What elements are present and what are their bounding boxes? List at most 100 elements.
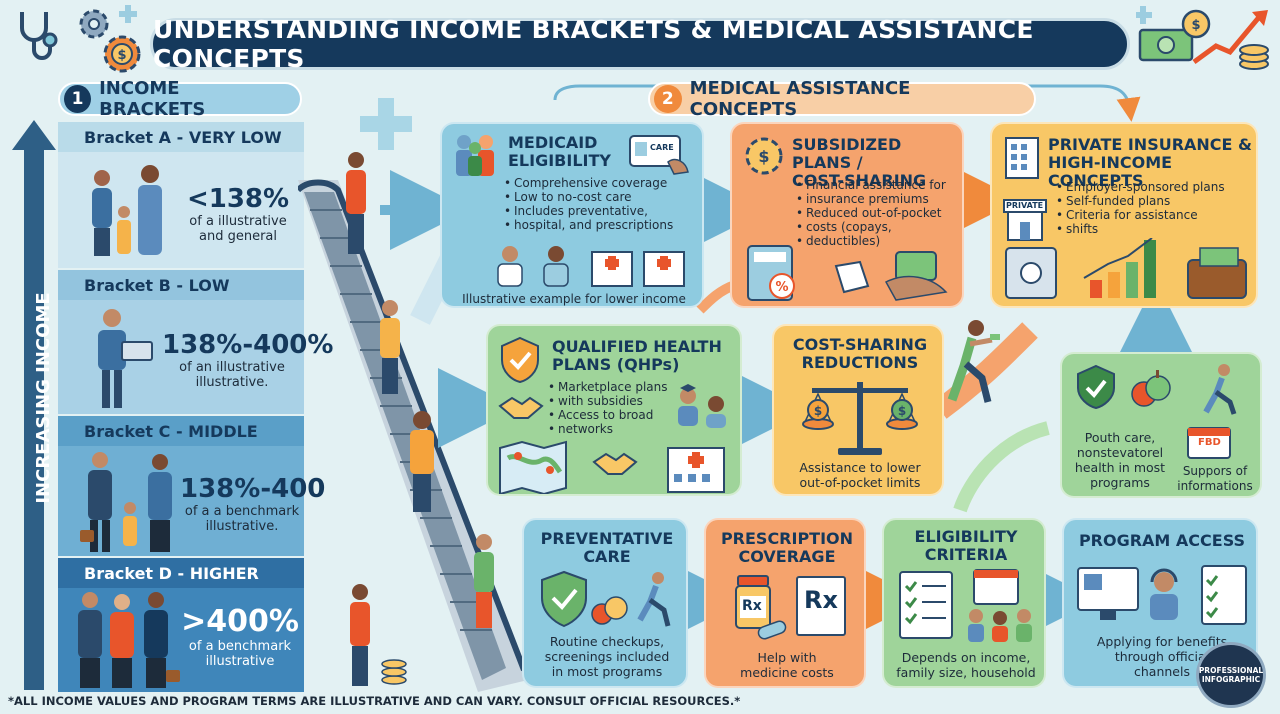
bracket-d-sub1: of a benchmark [188,639,292,654]
professional-badge: PROFESSIONAL INFOGRAPHIC [1196,642,1266,708]
wellness-right-2: informations [1177,479,1253,493]
bracket-a-sub1: of a illustrative [189,214,287,229]
bullet: Low to no-cost care [504,190,673,204]
svg-text:%: % [775,280,788,295]
subsidized-card: $ SUBSIDIZED PLANS / COST-SHARING Financ… [730,122,964,308]
title-banner: UNDERSTANDING INCOME BRACKETS & MEDICAL … [150,15,1130,73]
private-title-1: PRIVATE INSURANCE & [1048,135,1252,154]
bracket-c-sub1: of a a benchmark [184,504,300,519]
bullet: Self-funded plans [1056,194,1225,208]
prescription-caption-2: medicine costs [740,665,834,680]
prescription-caption-1: Help with [757,650,817,665]
runner-icon [1196,362,1244,420]
scale-icon: $ $ [802,376,918,462]
preventative-title-2: CARE [583,547,631,566]
bullet-continuation: costs (copays, [796,220,946,234]
bullet: Reduced out-of-pocket [796,206,946,220]
wellness-left-3: health in most [1074,460,1166,475]
qhp-bullets: Marketplace plans with subsidies Access … [548,380,668,436]
qhp-card: QUALIFIED HEALTH PLANS (QHPs) Marketplac… [486,324,742,496]
svg-text:$: $ [814,404,822,418]
eligibility-caption-1: Depends on income, [901,650,1031,665]
checklist-family-icon [896,568,1040,648]
calculator-wallet-icon: % [746,242,956,308]
bullet: Criteria for assistance [1056,208,1225,222]
bracket-d-title: Bracket D - HIGHER [58,558,304,588]
access-caption-2: through official [1114,649,1210,664]
preventative-caption-3: in most programs [551,664,663,679]
calendar-label: FBD [1198,437,1221,448]
qhp-title-2: PLANS (QHPs) [552,355,680,374]
csr-card: COST-SHARING REDUCTIONS $ $ Assistance t… [772,324,944,496]
wellness-left-4: programs [1090,475,1150,490]
bracket-a-band: Bracket A - VERY LOW <138% of a illustra… [58,122,304,268]
bracket-b-sub2: illustrative. [195,375,269,390]
runner-icon [942,318,1002,410]
medical-section-header: 2 MEDICAL ASSISTANCE CONCEPTS [648,78,1036,120]
calendar-icon: FBD [1186,424,1232,460]
prescription-card: PRESCRIPTION COVERAGE Rx Rx Help with me… [704,518,866,688]
program-access-title: PROGRAM ACCESS [1078,531,1246,550]
bracket-a-title: Bracket A - VERY LOW [58,122,304,152]
escalator-illustration [295,120,528,692]
bracket-d-sub2: illustrative [205,654,275,669]
bracket-b-band: Bracket B - LOW 138%-400% of an illustra… [58,270,333,414]
badge-line-1: PROFESSIONAL [1198,666,1264,675]
bracket-a-sub2: and general [199,229,277,244]
section-label: MEDICAL ASSISTANCE CONCEPTS [689,78,911,120]
medicaid-title-2: ELIGIBILITY [508,151,611,170]
private-sign: PRIVATE [1006,201,1044,210]
income-section-header: 1 INCOME BRACKETS [58,78,302,120]
svg-text:$: $ [1191,18,1200,33]
bullet: Marketplace plans [548,380,668,394]
badge-line-2: INFOGRAPHIC [1201,675,1261,684]
bullet: Includes preventative, [504,204,673,218]
access-caption-3: channels [1134,664,1190,679]
care-card-label: CARE [650,143,674,152]
medicaid-title-1: MEDICAID [508,133,598,152]
page-title: UNDERSTANDING INCOME BRACKETS & MEDICAL … [153,15,1034,73]
csr-title-1: COST-SHARING [792,335,928,354]
csr-caption-2: out-of-pocket limits [799,475,921,490]
wellness-left-2: nonstevatorel [1076,445,1164,460]
apple-icon [1128,366,1172,414]
bracket-c-sub2: illustrative. [205,519,279,534]
bracket-d-value: >400% [181,604,299,639]
professionals-icon [72,590,182,694]
access-caption-1: Applying for benefits [1096,634,1228,649]
bottle-rx-label: Rx [742,598,762,614]
income-axis [12,120,56,690]
preventative-card: PREVENTATIVE CARE Routine checkups, scre… [522,518,688,688]
bullet: Access to broad [548,408,668,422]
preventative-caption-1: Routine checkups, [549,634,665,649]
bracket-a-value: <138% [186,184,290,214]
medicaid-bullets: Comprehensive coverage Low to no-cost ca… [504,176,673,232]
dollar-gear-icon: $ [742,134,786,182]
svg-text:$: $ [758,147,769,166]
section-label: INCOME BRACKETS [99,78,206,120]
bullet: hospital, and prescriptions [504,218,673,232]
shield-check-icon [498,336,542,388]
money-growth-icon: $ [1134,4,1276,72]
care-card-icon: CARE [628,132,692,176]
prescription-title-1: PRESCRIPTION [720,529,854,548]
paper-rx-label: Rx [804,586,838,614]
axis-label: INCREASING INCOME [33,203,57,593]
bracket-b-title: Bracket B - LOW [58,270,304,300]
shield-check-icon [1076,364,1116,414]
bracket-d-band: Bracket D - HIGHER >400% of a benchmark … [58,558,304,692]
section-number: 1 [64,85,92,113]
prescription-title-2: COVERAGE [738,547,836,566]
bullet-continuation: with subsidies [548,394,668,408]
preventative-caption-2: screenings included [544,649,670,664]
gear-icon [74,4,114,44]
people-group-icon [450,132,500,182]
wellness-left-1: Pouth care, [1084,430,1156,445]
safe-chart-wallet-icon [1004,237,1254,308]
pill-bottle-icon: Rx [730,574,790,644]
medical-cross-icon [356,94,416,154]
bullet-continuation: insurance premiums [796,192,946,206]
dollar-gear-icon: $ [100,32,144,76]
computer-support-icon [1076,562,1252,636]
eligibility-title-1: ELIGIBILITY [914,527,1018,546]
